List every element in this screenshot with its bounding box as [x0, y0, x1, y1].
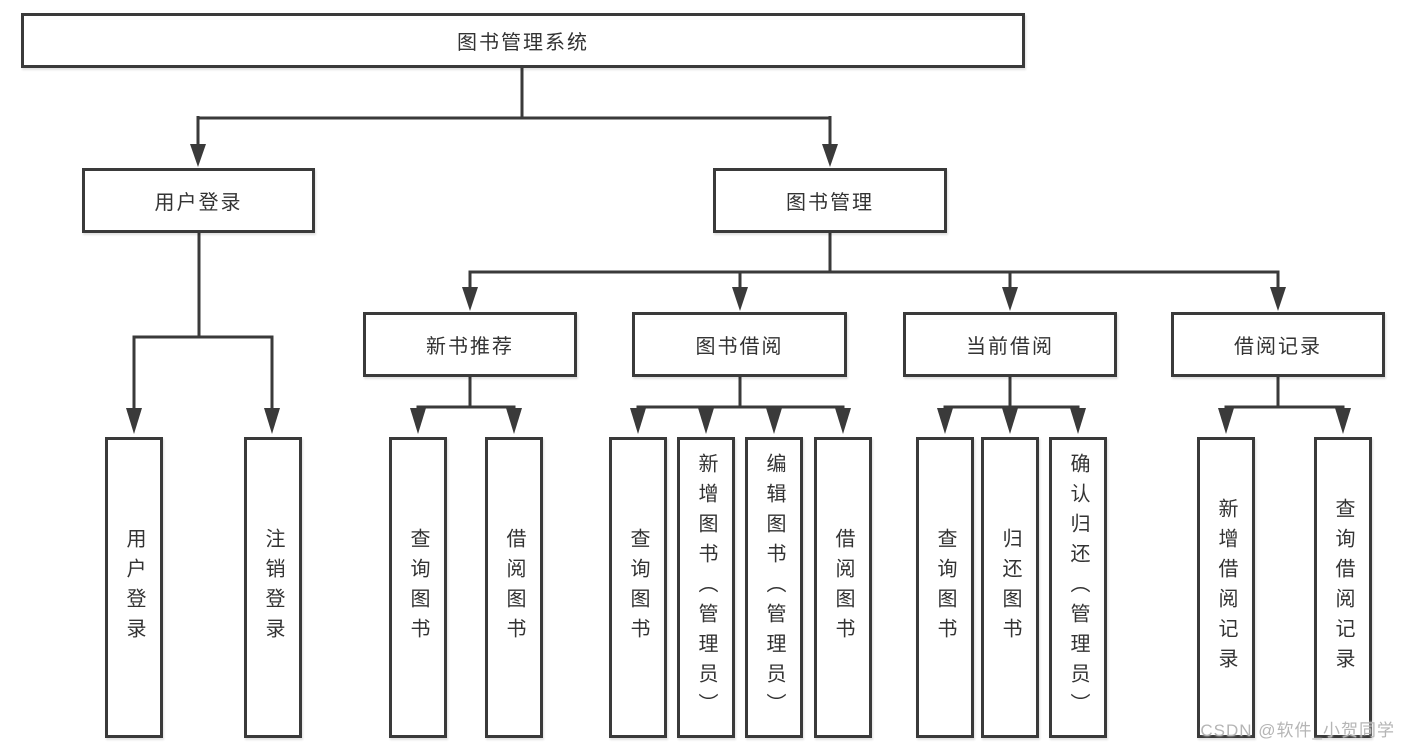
node-root: 图书管理系统	[21, 13, 1025, 68]
leaf-br-query-borrow-record: 查询借阅记录	[1314, 437, 1372, 738]
leaf-nb-query-books-label: 查询图书	[407, 527, 429, 648]
leaf-cb-query-books: 查询图书	[916, 437, 974, 738]
leaf-bb-query-books: 查询图书	[609, 437, 667, 738]
leaf-logout-label: 注销登录	[262, 527, 284, 648]
leaf-cb-query-books-label: 查询图书	[934, 527, 956, 648]
leaf-nb-query-books: 查询图书	[389, 437, 447, 738]
node-book-management: 图书管理	[713, 168, 947, 233]
leaf-br-add-borrow-record-label: 新增借阅记录	[1215, 497, 1237, 678]
csdn-watermark: CSDN @软件_小贺同学	[1200, 721, 1395, 740]
leaf-user-login-label: 用户登录	[123, 527, 145, 648]
leaf-br-query-borrow-record-label: 查询借阅记录	[1332, 497, 1354, 678]
node-user-login: 用户登录	[82, 168, 315, 233]
leaf-bb-add-book-admin: 新增图书（管理员）	[677, 437, 735, 738]
leaf-bb-edit-book-admin-label: 编辑图书（管理员）	[763, 452, 785, 723]
leaf-nb-borrow-books-label: 借阅图书	[503, 527, 525, 648]
node-book-borrow: 图书借阅	[632, 312, 847, 377]
leaf-bb-add-book-admin-label: 新增图书（管理员）	[695, 452, 717, 723]
leaf-nb-borrow-books: 借阅图书	[485, 437, 543, 738]
leaf-cb-return-books: 归还图书	[981, 437, 1039, 738]
leaf-user-login: 用户登录	[105, 437, 163, 738]
node-current-borrow: 当前借阅	[903, 312, 1117, 377]
leaf-bb-query-books-label: 查询图书	[627, 527, 649, 648]
node-borrow-records: 借阅记录	[1171, 312, 1385, 377]
leaf-bb-borrow-books-label: 借阅图书	[832, 527, 854, 648]
leaf-logout: 注销登录	[244, 437, 302, 738]
leaf-bb-edit-book-admin: 编辑图书（管理员）	[745, 437, 803, 738]
leaf-cb-confirm-return-admin-label: 确认归还（管理员）	[1067, 452, 1089, 723]
node-new-book-recommend: 新书推荐	[363, 312, 577, 377]
leaf-br-add-borrow-record: 新增借阅记录	[1197, 437, 1255, 738]
leaf-cb-confirm-return-admin: 确认归还（管理员）	[1049, 437, 1107, 738]
leaf-bb-borrow-books: 借阅图书	[814, 437, 872, 738]
leaf-cb-return-books-label: 归还图书	[999, 527, 1021, 648]
